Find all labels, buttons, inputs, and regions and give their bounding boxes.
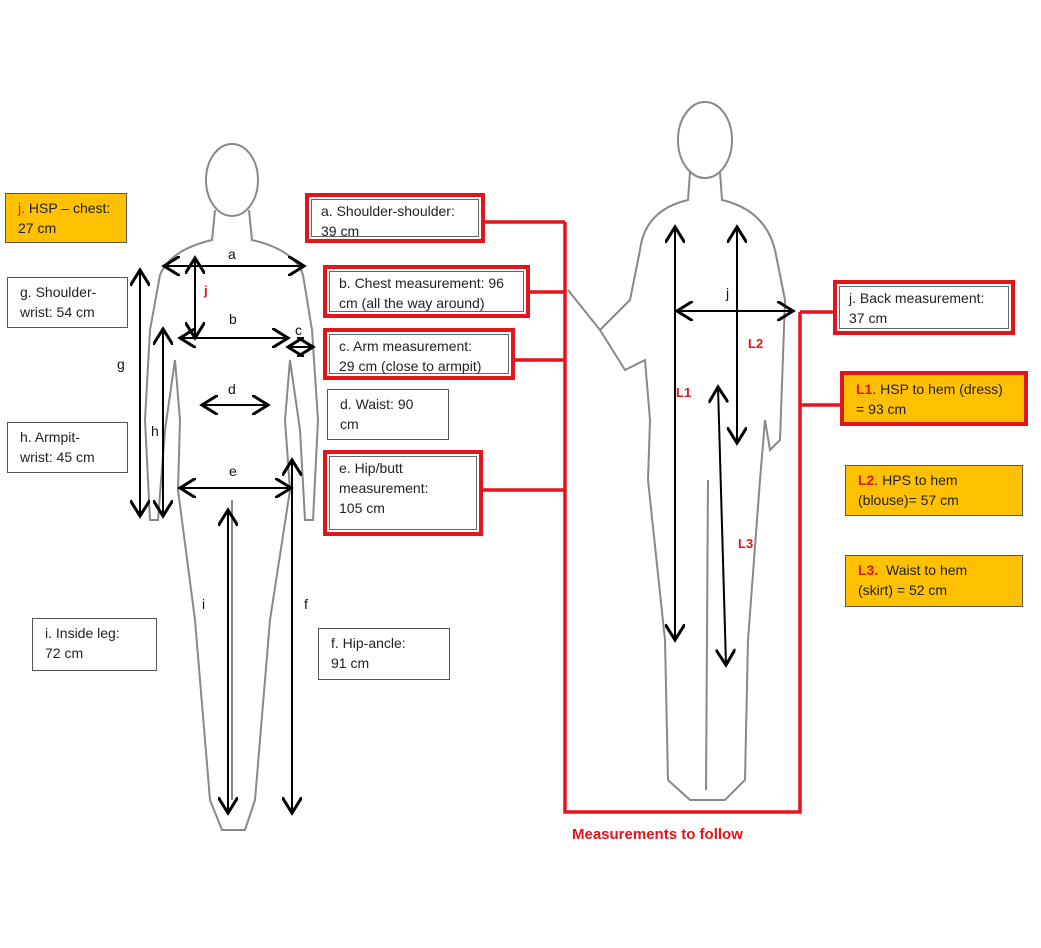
armpit-wrist-box: h. Armpit-wrist: 45 cm xyxy=(7,422,128,473)
shoulder-wrist-box: g. Shoulder-wrist: 54 cm xyxy=(7,277,128,328)
label-l1: L1 xyxy=(676,385,692,400)
label-a: a xyxy=(228,246,236,262)
l2-box: L2. HPS to hem(blouse)= 57 cm xyxy=(845,465,1023,516)
red-connectors xyxy=(483,220,840,814)
front-arrows xyxy=(140,258,313,813)
hsp-chest-box: j. HSP – chest:27 cm xyxy=(5,193,127,243)
label-l2: L2 xyxy=(748,336,764,351)
label-e: e xyxy=(229,463,237,479)
measurements-to-follow-caption: Measurements to follow xyxy=(572,826,743,843)
label-d: d xyxy=(228,381,236,397)
back-measurement-box: j. Back measurement:37 cm xyxy=(833,280,1015,335)
inside-leg-box: i. Inside leg:72 cm xyxy=(32,618,157,671)
arm-box: c. Arm measurement:29 cm (close to armpi… xyxy=(323,328,515,380)
hip-ankle-box: f. Hip-ancle:91 cm xyxy=(318,628,450,680)
back-arrows xyxy=(675,227,793,665)
label-i: i xyxy=(202,596,206,612)
label-l3: L3 xyxy=(738,536,754,551)
l1-box: L1. HSP to hem (dress)= 93 cm xyxy=(840,371,1028,426)
label-h: h xyxy=(151,423,159,439)
label-g: g xyxy=(117,356,125,372)
shoulder-shoulder-box: a. Shoulder-shoulder:39 cm xyxy=(305,193,485,243)
back-figure xyxy=(567,101,787,801)
label-c: c xyxy=(295,322,302,338)
label-back-j: j xyxy=(726,285,730,301)
arrow-l3 xyxy=(718,387,726,665)
label-b: b xyxy=(229,311,237,327)
l3-box: L3. Waist to hem(skirt) = 52 cm xyxy=(845,555,1023,607)
label-f: f xyxy=(304,596,308,612)
label-j: j xyxy=(204,283,208,298)
